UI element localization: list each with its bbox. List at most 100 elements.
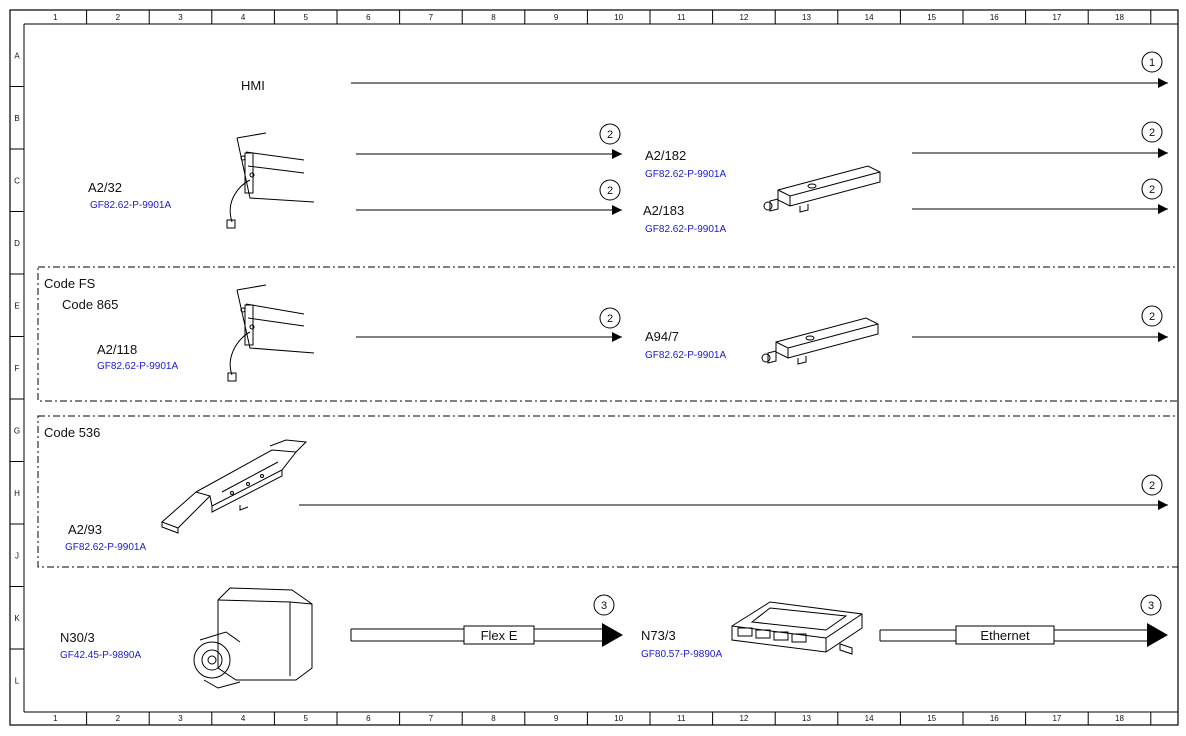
code-fs-group-box	[37, 266, 1179, 402]
svg-text:2: 2	[1149, 480, 1155, 492]
column-number: 17	[1052, 714, 1061, 723]
column-number: 16	[990, 714, 999, 723]
flex-e-label: Flex E	[481, 628, 518, 643]
marker-2-icon: 2	[1141, 474, 1163, 496]
marker-2-icon: 2	[1141, 121, 1163, 143]
svg-text:2: 2	[607, 129, 613, 141]
column-number: 13	[802, 714, 811, 723]
hmi-label: HMI	[241, 78, 265, 93]
column-number: 14	[865, 714, 874, 723]
svg-text:2: 2	[1149, 184, 1155, 196]
row-letter: D	[14, 239, 20, 248]
column-number: 8	[491, 714, 496, 723]
column-number: 10	[614, 13, 623, 22]
column-number: 12	[739, 714, 748, 723]
column-number: 10	[614, 714, 623, 723]
row-letter: E	[14, 301, 19, 310]
column-number: 13	[802, 13, 811, 22]
column-number: 14	[865, 13, 874, 22]
a2-182-label: A2/182	[645, 148, 686, 163]
column-number: 3	[178, 13, 183, 22]
a2-183-ref: GF82.62-P-9901A	[645, 224, 726, 235]
drawing-frame	[9, 9, 1179, 726]
ethernet-bus	[879, 623, 1168, 647]
row-letter: B	[14, 114, 19, 123]
svg-text:2: 2	[1149, 127, 1155, 139]
marker-3-icon: 3	[1140, 594, 1162, 616]
column-number: 4	[241, 714, 246, 723]
code-536-group-box	[37, 415, 1179, 568]
row-letter: J	[15, 551, 19, 560]
column-number: 12	[739, 13, 748, 22]
a2-93-ref: GF82.62-P-9901A	[65, 542, 146, 553]
column-number: 8	[491, 13, 496, 22]
row-letter: L	[15, 676, 20, 685]
antenna-module-icon	[763, 165, 881, 213]
n73-3-ref: GF80.57-P-9890A	[641, 649, 722, 660]
n30-3-ref: GF42.45-P-9890A	[60, 650, 141, 661]
ethernet-label: Ethernet	[980, 628, 1030, 643]
column-number: 18	[1115, 714, 1124, 723]
a2-32-label: A2/32	[88, 180, 122, 195]
column-number: 15	[927, 13, 936, 22]
marker-1-icon: 1	[1141, 51, 1163, 73]
a94-7-label: A94/7	[645, 329, 679, 344]
n73-3-label: N73/3	[641, 628, 676, 643]
column-number: 2	[116, 13, 121, 22]
antenna-module-icon	[761, 317, 879, 365]
ecu-module-icon	[731, 601, 863, 655]
column-number: 18	[1115, 13, 1124, 22]
row-letter: K	[14, 614, 20, 623]
column-number: 6	[366, 714, 371, 723]
a2-183-label: A2/183	[643, 203, 684, 218]
column-number: 6	[366, 13, 371, 22]
code-865-label: Code 865	[62, 297, 118, 312]
svg-text:2: 2	[607, 185, 613, 197]
row-letter: A	[14, 51, 20, 60]
svg-text:3: 3	[601, 600, 607, 612]
antenna-strip-icon	[161, 439, 308, 534]
column-number: 2	[116, 714, 121, 723]
marker-2-icon: 2	[599, 307, 621, 329]
column-number: 15	[927, 714, 936, 723]
svg-text:2: 2	[607, 313, 613, 325]
column-number: 7	[429, 13, 434, 22]
column-number: 9	[554, 13, 559, 22]
column-number: 16	[990, 13, 999, 22]
abs-control-unit-icon	[193, 587, 313, 689]
column-ruler: 1122334455667788991010111112121313141415…	[53, 10, 1152, 725]
row-ruler: A B C D E F G H J K L	[10, 51, 24, 685]
a94-7-ref: GF82.62-P-9901A	[645, 350, 726, 361]
code-536-label: Code 536	[44, 425, 100, 440]
a2-182-ref: GF82.62-P-9901A	[645, 169, 726, 180]
column-number: 17	[1052, 13, 1061, 22]
svg-text:2: 2	[1149, 311, 1155, 323]
marker-3-icon: 3	[593, 594, 615, 616]
column-number: 11	[677, 714, 686, 723]
svg-text:1: 1	[1149, 57, 1155, 69]
column-number: 11	[677, 13, 686, 22]
column-number: 3	[178, 714, 183, 723]
row-letter: G	[14, 426, 20, 435]
a2-93-label: A2/93	[68, 522, 102, 537]
marker-2-icon: 2	[1141, 178, 1163, 200]
a2-118-ref: GF82.62-P-9901A	[97, 361, 178, 372]
a2-32-ref: GF82.62-P-9901A	[90, 200, 171, 211]
antenna-amplifier-icon	[226, 132, 315, 229]
marker-2-icon: 2	[1141, 305, 1163, 327]
marker-2-icon: 2	[599, 179, 621, 201]
n30-3-label: N30/3	[60, 630, 95, 645]
a2-118-label: A2/118	[97, 342, 137, 357]
column-number: 7	[429, 714, 434, 723]
marker-2-icon: 2	[599, 123, 621, 145]
row-letter: C	[14, 176, 20, 185]
column-number: 5	[303, 714, 308, 723]
column-number: 4	[241, 13, 246, 22]
row-letter: H	[14, 489, 20, 498]
antenna-amplifier-icon	[227, 284, 315, 382]
flex-e-bus	[350, 623, 623, 647]
column-number: 9	[554, 714, 559, 723]
row-letter: F	[15, 364, 20, 373]
column-number: 5	[303, 13, 308, 22]
